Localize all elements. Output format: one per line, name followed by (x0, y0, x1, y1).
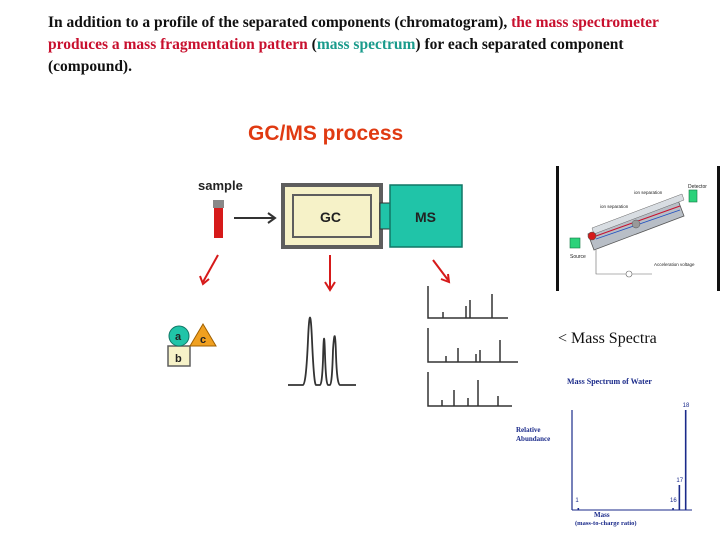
compound-a: a (175, 331, 182, 343)
compound-b: b (175, 353, 182, 365)
gc-box: GC (281, 183, 383, 249)
chart-xlabel-2: (mass-to-charge ratio) (575, 520, 637, 527)
spectrum-plot-2 (427, 328, 518, 363)
arrow-sample-to-gc (234, 212, 277, 224)
bar-label-mz-17: 17 (676, 478, 683, 484)
mass-spectrometer-diagram: Detector ion separation ion separation S… (556, 166, 720, 291)
gc-label: GC (320, 209, 341, 225)
ms-box: MS (389, 184, 463, 248)
spectrum-plot-3 (427, 372, 513, 407)
mass-spectra-caption: < Mass Spectra (558, 330, 657, 347)
detector-label: Detector (688, 184, 707, 190)
bar-label-mz-16: 16 (670, 498, 677, 504)
ion-separation-label: ion separation (600, 204, 629, 209)
ms-label: MS (415, 209, 436, 225)
bar-label-mz-1: 1 (575, 498, 579, 504)
bar-label-mz-18: 18 (683, 403, 690, 409)
intro-text-3: ( (307, 36, 317, 53)
intro-text-5: ) for each separated component (compound… (48, 36, 624, 75)
intro-paragraph: In addition to a profile of the separate… (48, 12, 688, 78)
gcms-process-diagram: GC/MS process sample GC MS a c b (108, 100, 558, 430)
arrow-to-compounds (202, 254, 219, 283)
source-label: Source (570, 254, 586, 260)
sample-label: sample (198, 178, 243, 193)
arrow-to-spectra (432, 259, 449, 281)
intro-text-highlight: the mass spectrometer produces a mass fr… (48, 14, 659, 53)
chart-title: Mass Spectrum of Water (567, 377, 652, 386)
intro-text-1: In addition to a profile of the separate… (48, 14, 512, 31)
chart-ylabel-1: Relative (516, 426, 541, 434)
flight-tube (587, 193, 685, 251)
intro-text-mass-spectrum: mass spectrum (316, 36, 416, 53)
gcms-title: GC/MS process (248, 122, 403, 145)
water-mass-spectrum-chart: Mass Spectrum of Water Relative Abundanc… (512, 370, 720, 538)
sample-vial (213, 200, 224, 238)
compounds-icon: a c b (167, 323, 217, 367)
voltage-label: Acceleration voltage (654, 262, 695, 267)
chart-ylabel-2: Abundance (516, 435, 550, 443)
chart-xlabel-1: Mass (594, 511, 610, 519)
compound-c: c (200, 334, 206, 346)
chromatogram-trace (288, 316, 356, 386)
spectrum-plot-1 (427, 286, 508, 319)
deflection-label: ion separation (634, 190, 663, 195)
